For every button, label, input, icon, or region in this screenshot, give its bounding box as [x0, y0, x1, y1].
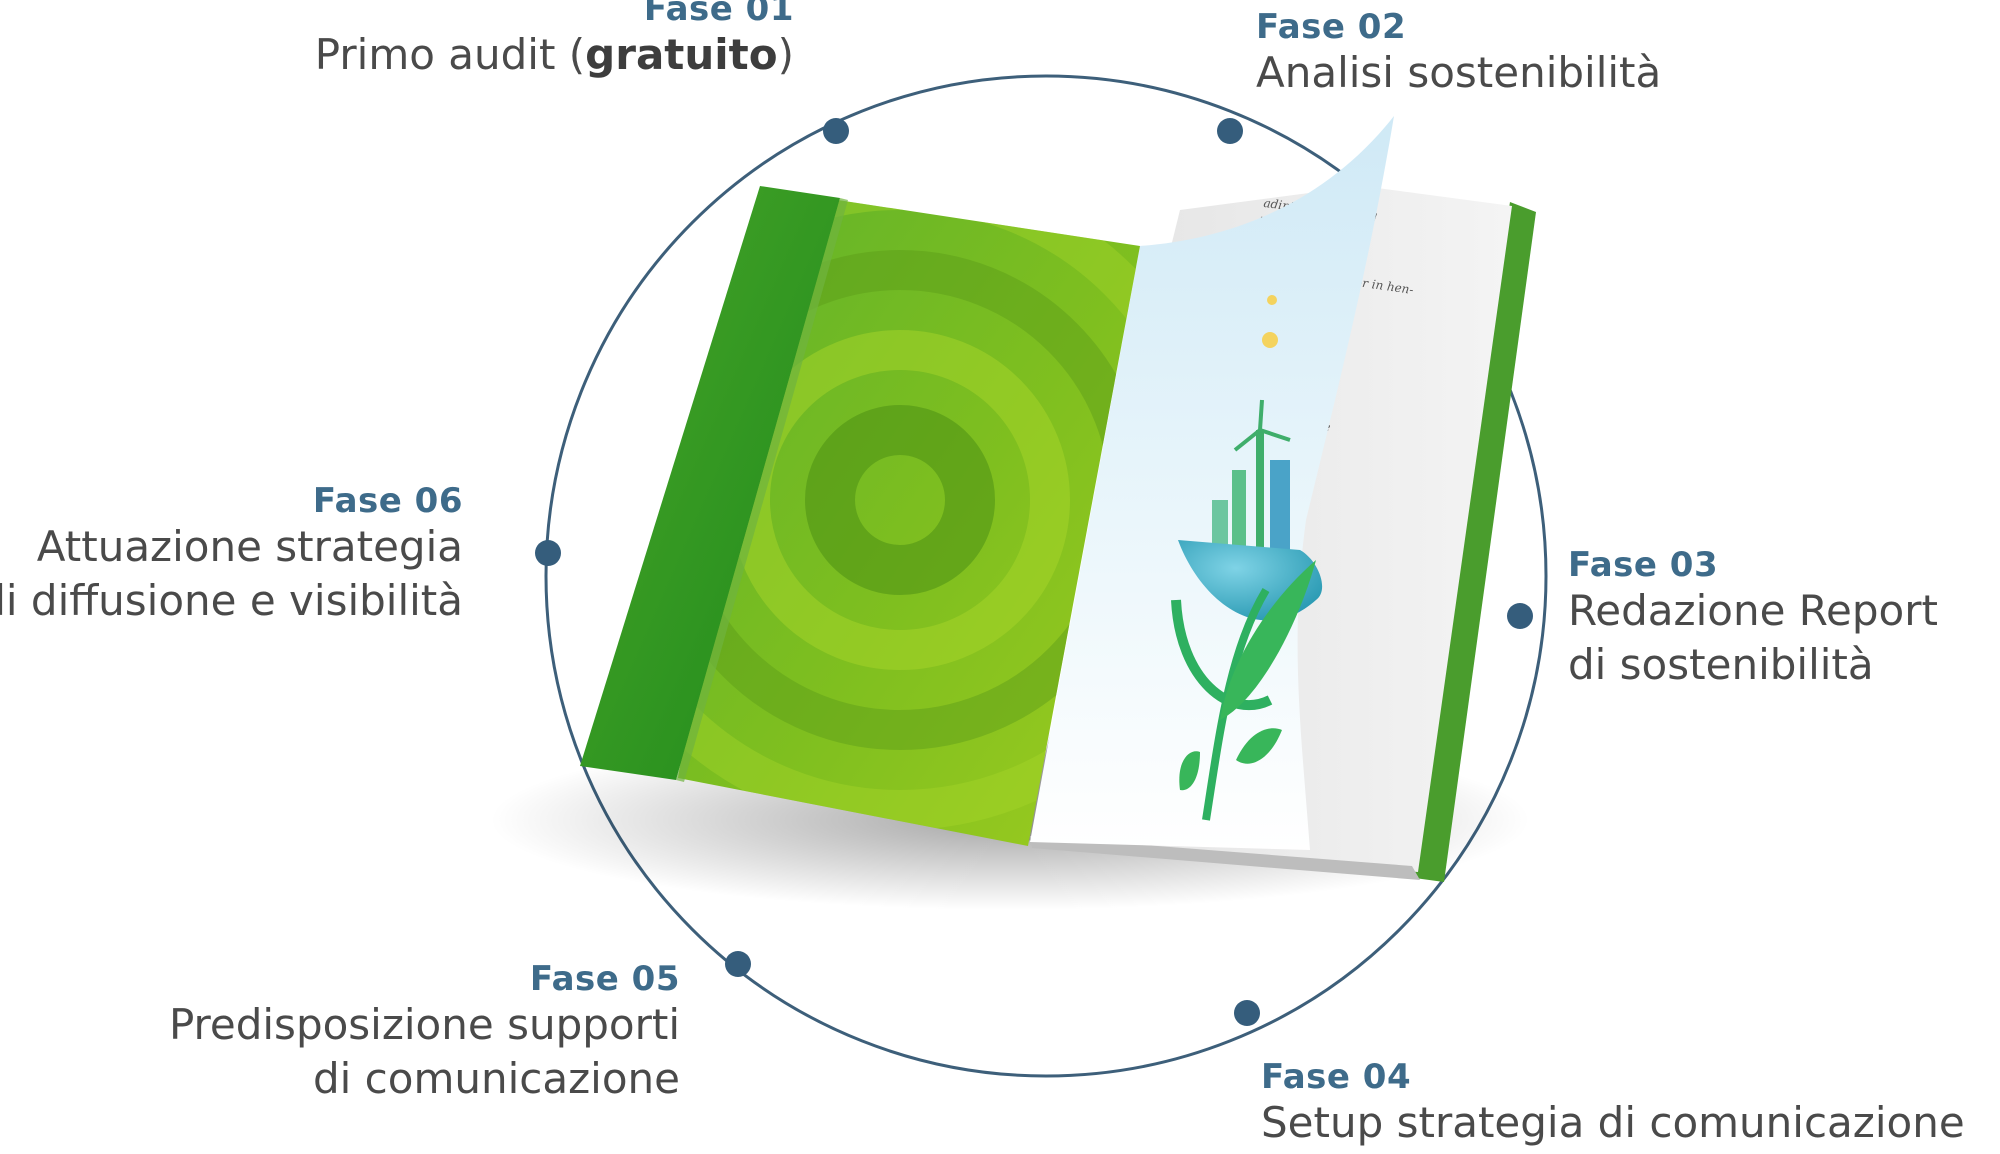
phase-node-05 — [725, 951, 751, 977]
phase-05-description-line-2: di comunicazione — [313, 1054, 680, 1103]
eco-illustration — [1171, 295, 1323, 821]
phase-04-description: Setup strategia di comunicazione — [1261, 1098, 1965, 1147]
phase-06-description-line-1: Attuazione strategia — [36, 522, 463, 571]
phase-02-description: Analisi sostenibilità — [1256, 48, 1662, 97]
phase-node-06 — [535, 540, 561, 566]
phase-06-description-line-2: di diffusione e visibilità — [0, 576, 463, 625]
phase-05-title: Fase 05 — [529, 959, 680, 999]
phase-04: Fase 04 Setup strategia di comunicazione — [1261, 1058, 1965, 1150]
phase-node-03 — [1507, 603, 1533, 629]
phase-01-emphasis: gratuito — [585, 30, 778, 79]
phase-04-title: Fase 04 — [1261, 1057, 1412, 1097]
phase-node-04 — [1234, 1000, 1260, 1026]
phase-03-description-line-2: di sostenibilità — [1568, 640, 1874, 689]
phase-03-title: Fase 03 — [1568, 545, 1719, 585]
phase-01-title: Fase 01 — [643, 0, 794, 29]
book-cover-flap — [580, 186, 840, 780]
phase-01: Fase 01 Primo audit (gratuito) — [315, 0, 794, 82]
phase-node-02 — [1217, 118, 1243, 144]
phase-03: Fase 03 Redazione Report di sostenibilit… — [1568, 546, 1938, 692]
phase-05-description-line-1: Predisposizione supporti — [168, 1000, 680, 1049]
phase-02: Fase 02 Analisi sostenibilità — [1256, 8, 1661, 100]
phase-06: Fase 06 Attuazione strategia di diffusio… — [0, 482, 463, 628]
phase-node-01 — [823, 118, 849, 144]
book-curled-page — [1030, 116, 1394, 850]
phase-06-title: Fase 06 — [312, 481, 463, 521]
phase-02-title: Fase 02 — [1256, 7, 1407, 47]
phase-01-description: Primo audit (gratuito) — [314, 30, 794, 79]
phase-03-description-line-1: Redazione Report — [1568, 586, 1938, 635]
phase-ring — [544, 74, 1548, 1078]
phase-05: Fase 05 Predisposizione supporti di comu… — [169, 960, 680, 1106]
